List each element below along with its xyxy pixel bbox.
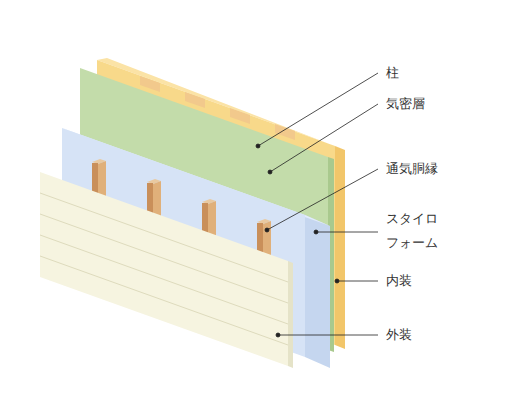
leader-lines [256, 73, 378, 337]
part-label: 内装 [386, 272, 496, 290]
styrofoam-side [305, 215, 330, 368]
siding-lines [40, 193, 288, 345]
interior-side [335, 146, 345, 349]
exterior-face [40, 172, 288, 366]
exterior-side [288, 261, 293, 368]
part-label: 通気胴縁 [386, 160, 496, 178]
part-label: 外装 [386, 326, 496, 344]
part-label: 柱 [386, 64, 496, 82]
part-label: 気密層 [386, 95, 496, 113]
part-label: スタイロ フォーム [386, 207, 448, 255]
